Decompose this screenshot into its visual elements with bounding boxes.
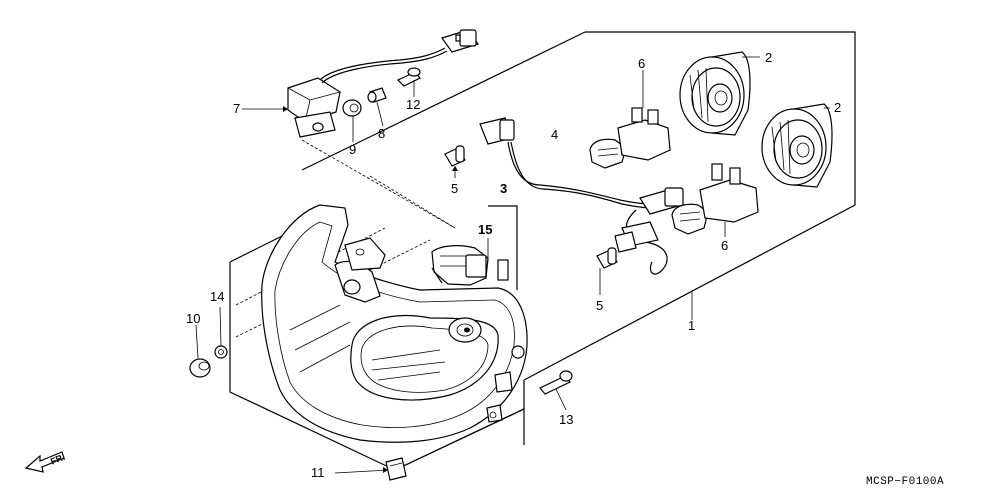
- grommet-10: [189, 358, 211, 378]
- diagram-code: MCSP−F0100A: [866, 476, 944, 488]
- bulb-cover-lower: [761, 103, 833, 188]
- callout-labels: 1 2 2 3 4 5 5 6 6 7 8 9 10 11 12 13 14 1…: [186, 50, 841, 480]
- callout-2-lower: 2: [834, 100, 841, 115]
- callout-7: 7: [233, 101, 240, 116]
- callout-13: 13: [559, 412, 573, 427]
- callout-11: 11: [311, 465, 325, 480]
- callout-2-upper: 2: [765, 50, 772, 65]
- screw-13: [539, 370, 573, 395]
- clip-11: [385, 457, 407, 481]
- headlight-bulb-lower: [671, 163, 759, 235]
- callout-14: 14: [210, 289, 224, 304]
- callout-5-upper: 5: [451, 181, 458, 196]
- callout-1: 1: [688, 318, 695, 333]
- callout-15: 15: [478, 222, 492, 237]
- bolt-12: [396, 67, 421, 87]
- sub-harness: [479, 117, 684, 275]
- wedge-bulb-upper: [444, 145, 466, 167]
- callout-8: 8: [378, 126, 385, 141]
- grommet-9: [342, 99, 362, 117]
- leader-lines: [195, 56, 830, 474]
- headlight-housing: [261, 204, 528, 443]
- callout-9: 9: [349, 142, 356, 157]
- headlight-bulb-upper: [589, 107, 671, 169]
- callout-6-lower: 6: [721, 238, 728, 253]
- collar-8: [367, 87, 387, 103]
- callout-3: 3: [500, 181, 507, 196]
- callout-4: 4: [551, 127, 558, 142]
- callout-10: 10: [186, 311, 200, 326]
- front-direction-label: FR.: [49, 452, 66, 467]
- position-light-socket: [431, 245, 509, 286]
- callout-12: 12: [406, 97, 420, 112]
- bulb-cover-upper: [679, 51, 751, 136]
- callout-5-lower: 5: [596, 298, 603, 313]
- relay-assembly: [287, 29, 479, 138]
- wedge-bulb-lower: [596, 247, 618, 269]
- callout-6-upper: 6: [638, 56, 645, 71]
- front-direction-arrow: FR.: [24, 451, 66, 473]
- collar-14: [214, 345, 228, 359]
